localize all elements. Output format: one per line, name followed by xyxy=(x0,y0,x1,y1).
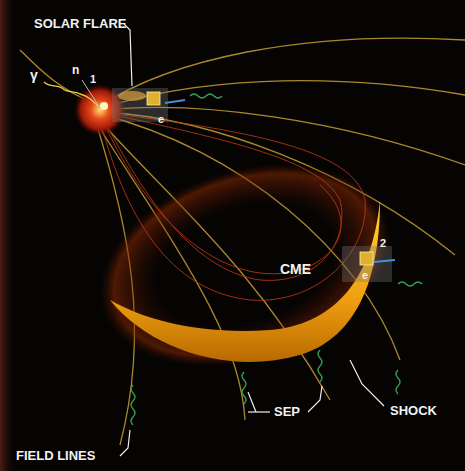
part-label: SEP xyxy=(274,405,300,418)
symbol-label: e xyxy=(362,270,368,281)
symbol-label: n xyxy=(72,64,79,76)
cme-cloud xyxy=(73,128,417,401)
symbol-label: γ xyxy=(30,68,38,82)
sep-waves xyxy=(131,350,400,425)
part-label: SOLAR FLARE xyxy=(34,17,126,30)
part-label: SHOCK xyxy=(390,404,437,417)
cme-loops xyxy=(98,112,365,300)
flare-spot xyxy=(100,102,108,110)
callout-number: 2 xyxy=(380,238,386,249)
part-label: CME xyxy=(280,262,311,276)
spacecraft-panel xyxy=(342,246,392,282)
spacecraft-icon xyxy=(147,92,160,105)
spacecraft-beam xyxy=(374,260,395,262)
sep-wave xyxy=(398,282,422,286)
sep-wave xyxy=(190,94,222,98)
field-lines xyxy=(20,38,465,445)
callout-number: 1 xyxy=(90,74,96,85)
shock-front xyxy=(110,200,380,362)
spacecraft-beam xyxy=(165,100,185,103)
leader-lines xyxy=(120,24,384,456)
spacecraft-icon xyxy=(360,252,373,265)
symbol-label: e xyxy=(158,114,164,125)
part-label: FIELD LINES xyxy=(16,449,95,462)
edge-glow xyxy=(0,0,18,471)
